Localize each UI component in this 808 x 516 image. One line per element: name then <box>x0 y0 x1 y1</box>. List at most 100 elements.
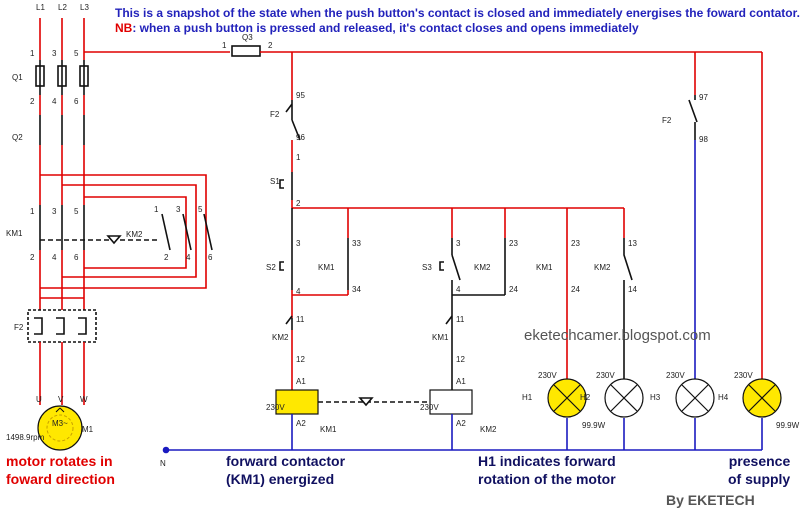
label-km1-nc: KM1 <box>432 333 449 342</box>
label-n3-l2: 3 <box>52 49 57 58</box>
label-n5-km1: 5 <box>74 207 79 216</box>
label-230v-h1: 230V <box>538 371 557 380</box>
label-km1-h1: KM1 <box>536 263 553 272</box>
label-q1: Q1 <box>12 73 23 82</box>
label-n6-km1: 6 <box>74 253 79 262</box>
label-km2-coil: KM2 <box>480 425 497 434</box>
label-n12-km1: 12 <box>456 355 465 364</box>
label-n98: 98 <box>699 135 708 144</box>
power-circuit <box>27 18 213 405</box>
label-l3: L3 <box>80 3 89 12</box>
label-n24-h1: 24 <box>571 285 580 294</box>
label-230v-h4: 230V <box>734 371 753 380</box>
label-n1-q3: 1 <box>222 41 227 50</box>
label-n24-s3: 24 <box>509 285 518 294</box>
label-n4-km2: 4 <box>186 253 191 262</box>
caption-motor-line2: foward direction <box>6 471 115 487</box>
caption-h1-line1: H1 indicates forward <box>478 453 616 469</box>
label-s3: S3 <box>422 263 432 272</box>
label-h1: H1 <box>522 393 533 402</box>
note-snapshot: This is a snapshot of the state when the… <box>115 6 800 20</box>
label-99w-h1: 99.9W <box>582 421 606 430</box>
label-s1: S1 <box>270 177 280 186</box>
label-neutral: N <box>160 459 166 468</box>
label-230v-h2: 230V <box>596 371 615 380</box>
label-230v-h3: 230V <box>666 371 685 380</box>
lamp-h3 <box>675 378 715 418</box>
label-n4-q1: 4 <box>52 97 57 106</box>
label-l1: L1 <box>36 3 45 12</box>
label-n23-s3: 23 <box>509 239 518 248</box>
label-s2: S2 <box>266 263 276 272</box>
label-n6-q1: 6 <box>74 97 79 106</box>
label-n3-km1: 3 <box>52 207 57 216</box>
label-230v-km2: 230V <box>420 403 439 412</box>
label-n13: 13 <box>628 239 637 248</box>
label-km2-hold: KM2 <box>474 263 491 272</box>
label-f2-power: F2 <box>14 323 24 332</box>
caption-motor: motor rotates in foward direction <box>6 452 115 488</box>
caption-km1-line2: (KM1) energized <box>226 471 335 487</box>
label-n1-s1: 1 <box>296 153 301 162</box>
label-v: V <box>58 395 64 404</box>
label-km1-coil: KM1 <box>320 425 337 434</box>
label-n1-l1: 1 <box>30 49 35 58</box>
label-n4-s3: 4 <box>456 285 461 294</box>
lamp-h1 <box>547 378 587 418</box>
label-n96: 96 <box>296 133 305 142</box>
label-n97: 97 <box>699 93 708 102</box>
label-n11-km1: 11 <box>456 315 465 324</box>
label-n5-l3: 5 <box>74 49 79 58</box>
label-n95: 95 <box>296 91 305 100</box>
nb-label: NB <box>115 21 133 35</box>
caption-supply: presence of supply <box>728 452 790 488</box>
motor-m1 <box>37 405 83 451</box>
label-q3: Q3 <box>242 33 253 42</box>
control-circuit <box>84 45 763 454</box>
label-n6-km2: 6 <box>208 253 213 262</box>
label-h3: H3 <box>650 393 661 402</box>
caption-km1: forward contactor (KM1) energized <box>226 452 345 488</box>
diagram-labels: L1 L2 L3 Q1 Q2 KM1 KM2 F2 Q3 1 2 95 96 F… <box>6 3 800 468</box>
credit: By EKETECH <box>666 492 755 508</box>
caption-h1: H1 indicates forward rotation of the mot… <box>478 452 616 488</box>
label-f2-aux: F2 <box>662 116 672 125</box>
label-n4-s2: 4 <box>296 287 301 296</box>
label-n3-s3: 3 <box>456 239 461 248</box>
label-n3-km2: 3 <box>176 205 181 214</box>
label-m1: M1 <box>82 425 94 434</box>
label-rpm: 1498.9rpm <box>6 433 45 442</box>
label-km1-hold: KM1 <box>318 263 335 272</box>
blog-url: eketechcamer.blogspot.com <box>524 327 711 344</box>
label-m3: M3~ <box>52 419 68 428</box>
label-n2-km1: 2 <box>30 253 35 262</box>
label-a1-km1: A1 <box>296 377 306 386</box>
label-n23-h1: 23 <box>571 239 580 248</box>
label-n2-s1: 2 <box>296 199 301 208</box>
label-n1-km1: 1 <box>30 207 35 216</box>
label-n12-km2: 12 <box>296 355 305 364</box>
label-99w-h4: 99.9W <box>776 421 800 430</box>
label-230v-km1: 230V <box>266 403 285 412</box>
label-a2-km2: A2 <box>456 419 466 428</box>
label-h2: H2 <box>580 393 591 402</box>
label-n33: 33 <box>352 239 361 248</box>
label-n5-km2: 5 <box>198 205 203 214</box>
label-km2-nc: KM2 <box>272 333 289 342</box>
label-km2-power: KM2 <box>126 230 143 239</box>
label-n2-q3: 2 <box>268 41 273 50</box>
caption-supply-line1: presence <box>728 453 791 469</box>
caption-supply-line2: of supply <box>728 471 791 487</box>
nb-text: : when a push button is pressed and rele… <box>132 21 639 35</box>
label-n3-s2: 3 <box>296 239 301 248</box>
caption-km1-line1: forward contactor <box>226 453 346 469</box>
label-w: W <box>80 395 88 404</box>
label-km2-h2: KM2 <box>594 263 611 272</box>
note-nb: NB: when a push button is pressed and re… <box>115 21 639 35</box>
label-q2: Q2 <box>12 133 23 142</box>
label-a2-km1: A2 <box>296 419 306 428</box>
label-n14: 14 <box>628 285 637 294</box>
label-n2-km2: 2 <box>164 253 169 262</box>
label-n11-km2: 11 <box>296 315 305 324</box>
label-f2-ctrl: F2 <box>270 110 280 119</box>
